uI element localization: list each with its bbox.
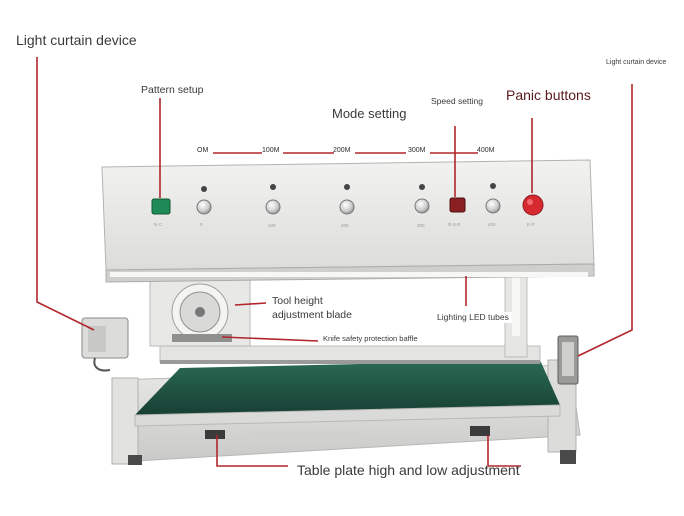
light-curtain-right-label: Light curtain device (606, 59, 667, 66)
mode-tick-100: 100M (262, 147, 280, 154)
green-table-top (134, 360, 561, 427)
svg-text:0: 0 (200, 222, 203, 227)
mode-tick-300: 300M (408, 147, 426, 154)
pattern-setup-button[interactable] (151, 198, 171, 215)
mode-tick-200: 200M (333, 147, 351, 154)
light-curtain-left-device (81, 317, 129, 372)
emergency-stop-button[interactable] (522, 194, 544, 216)
blade-housing (149, 275, 251, 347)
knife-baffle-label: Knife safety protection baffle (320, 334, 421, 344)
mode-tick-400: 400M (477, 147, 495, 154)
control-panel (101, 159, 595, 283)
panel-legends: N·C 0 100 200 300 R·S·B 400 E·P (154, 222, 535, 228)
pattern-setup-label: Pattern setup (141, 84, 204, 96)
svg-text:200: 200 (341, 223, 349, 228)
mode-setting-label: Mode setting (332, 106, 407, 121)
tool-height-label: Tool height adjustment blade (272, 295, 352, 322)
mode-knobs (196, 183, 501, 215)
speed-setting-label: Speed setting (431, 96, 483, 106)
svg-text:N·C: N·C (154, 222, 163, 227)
speed-setting-button[interactable] (449, 197, 466, 213)
svg-text:R·S·B: R·S·B (448, 222, 460, 227)
mode-tick-0: OM (197, 147, 209, 154)
svg-text:100: 100 (268, 223, 276, 228)
annotation-lines (36, 57, 633, 467)
knife-baffle (159, 345, 541, 364)
svg-text:300: 300 (417, 223, 425, 228)
svg-text:400: 400 (488, 222, 496, 227)
panic-buttons-label: Panic buttons (506, 87, 591, 103)
light-curtain-right-device (557, 335, 579, 385)
light-curtain-left-label: Light curtain device (16, 32, 137, 48)
lighting-led-label: Lighting LED tubes (434, 312, 512, 323)
svg-text:E·P: E·P (527, 222, 535, 227)
table-plate-label: Table plate high and low adjustment (297, 462, 520, 478)
